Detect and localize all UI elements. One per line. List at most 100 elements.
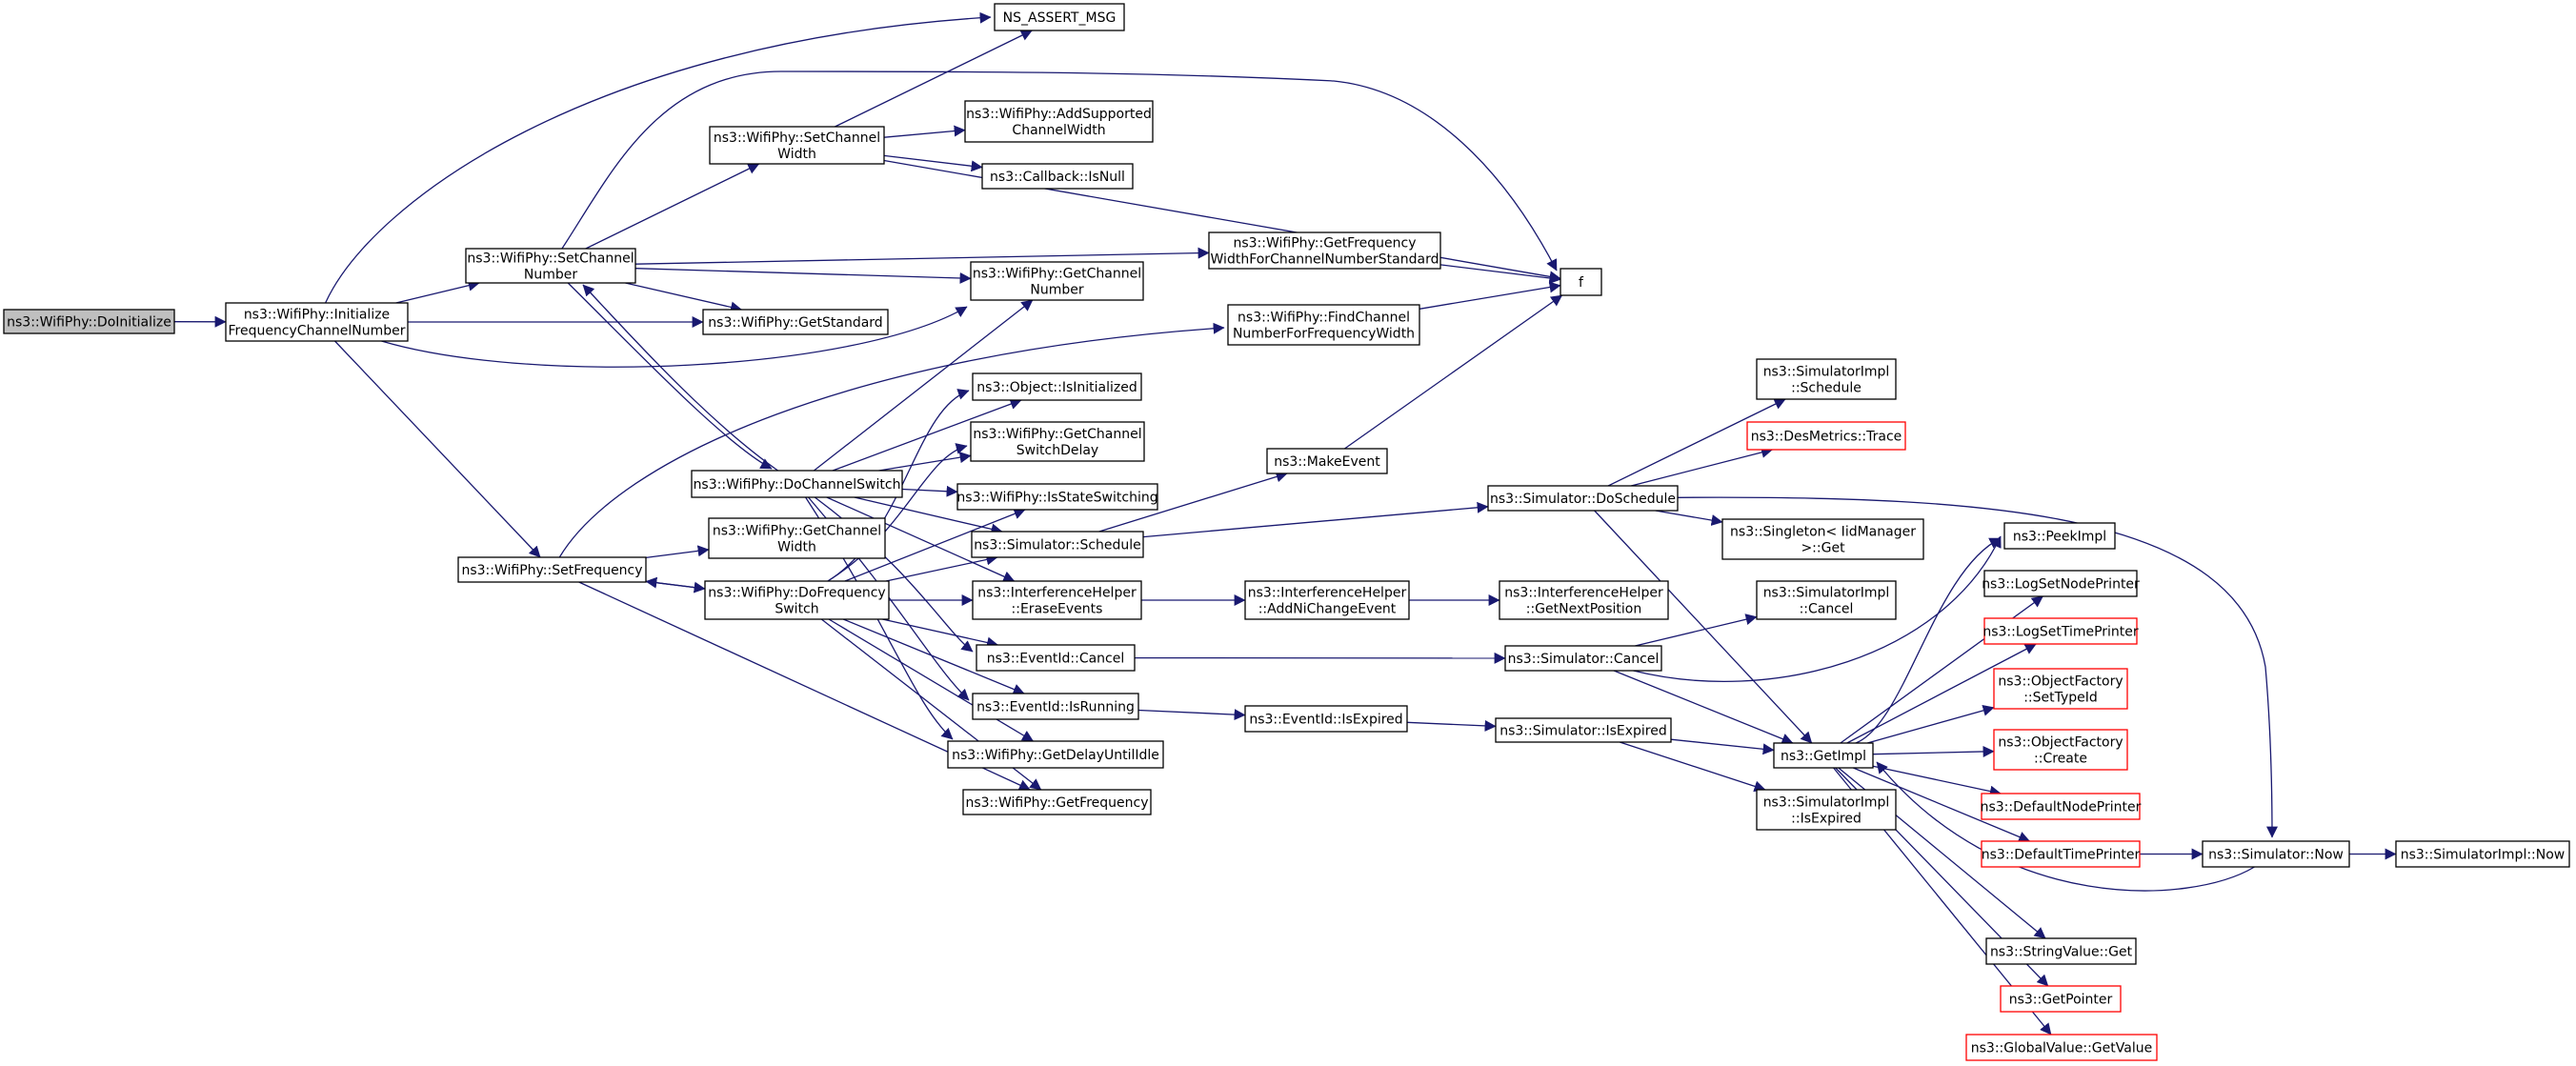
node-findchannelnumber[interactable]: ns3::WifiPhy::FindChannelNumberForFreque… — [1227, 304, 1420, 346]
node-ns_assert_msg[interactable]: NS_ASSERT_MSG — [994, 3, 1125, 31]
node-box — [465, 248, 636, 284]
node-simdoschedule[interactable]: ns3::Simulator::DoSchedule — [1487, 485, 1679, 512]
call-edge-findchannelnumber-to-f — [1419, 281, 1561, 310]
node-label: Number — [524, 268, 577, 283]
node-label: ns3::PeekImpl — [2013, 530, 2106, 545]
node-getstandard[interactable]: ns3::WifiPhy::GetStandard — [702, 309, 889, 335]
node-box — [702, 309, 889, 335]
node-box — [1756, 358, 1897, 400]
node-box — [1983, 617, 2138, 645]
node-globalvaluegetvalue[interactable]: ns3::GlobalValue::GetValue — [1965, 1034, 2158, 1061]
node-box — [972, 693, 1139, 720]
node-simimplcancel[interactable]: ns3::SimulatorImpl::Cancel — [1756, 580, 1897, 620]
node-label: ns3::InterferenceHelper — [1504, 586, 1663, 601]
node-objisinit[interactable]: ns3::Object::IsInitialized — [972, 372, 1142, 401]
node-box — [2000, 985, 2122, 1013]
node-defaulttimeprinter[interactable]: ns3::DefaultTimePrinter — [1981, 840, 2141, 868]
node-stringvalueget[interactable]: ns3::StringValue::Get — [1985, 937, 2137, 965]
node-callbackisnull[interactable]: ns3::Callback::IsNull — [981, 163, 1134, 190]
call-edge-simcancel-to-getimpl — [1613, 670, 1794, 745]
node-eventidcancel[interactable]: ns3::EventId::Cancel — [976, 644, 1136, 672]
node-label: ns3::LogSetNodePrinter — [1982, 577, 2140, 593]
node-box — [976, 644, 1136, 672]
node-simimplnow[interactable]: ns3::SimulatorImpl::Now — [2395, 840, 2570, 868]
node-box — [1495, 717, 1672, 743]
call-edge-getimpl-to-objfactorysettypeid — [1867, 705, 1995, 744]
node-label: Width — [777, 147, 816, 162]
node-eventidisexpired[interactable]: ns3::EventId::IsExpired — [1244, 705, 1408, 733]
node-simschedule[interactable]: ns3::Simulator::Schedule — [971, 531, 1144, 558]
node-label: ::AddNiChangeEvent — [1258, 602, 1397, 617]
node-box — [1504, 645, 1662, 672]
node-simimplschedule[interactable]: ns3::SimulatorImpl::Schedule — [1756, 358, 1897, 400]
node-getdelayuntilidle[interactable]: ns3::WifiPhy::GetDelayUntilIdle — [947, 740, 1164, 769]
node-singletonget[interactable]: ns3::Singleton< IidManager>::Get — [1721, 518, 1924, 560]
node-box — [1487, 485, 1679, 512]
node-box — [970, 421, 1145, 462]
node-label: ns3::Object::IsInitialized — [976, 380, 1137, 395]
node-getimpl[interactable]: ns3::GetImpl — [1773, 742, 1874, 769]
node-label: ns3::MakeEvent — [1274, 454, 1380, 470]
node-dochannelswitch[interactable]: ns3::WifiPhy::DoChannelSwitch — [691, 470, 903, 498]
call-edge-simisexpired-to-simimplisexpired — [1619, 741, 1766, 793]
node-label: ns3::WifiPhy::SetChannel — [467, 251, 634, 267]
node-label: ns3::InterferenceHelper — [1248, 586, 1407, 601]
node-label: ns3::StringValue::Get — [1990, 945, 2133, 960]
node-box — [708, 517, 886, 559]
node-box — [1721, 518, 1924, 560]
node-simnow[interactable]: ns3::Simulator::Now — [2202, 840, 2350, 868]
node-eventidisrunning[interactable]: ns3::EventId::IsRunning — [972, 693, 1139, 720]
node-simcancel[interactable]: ns3::Simulator::Cancel — [1504, 645, 1662, 672]
node-objfactorysettypeid[interactable]: ns3::ObjectFactory::SetTypeId — [1993, 668, 2128, 710]
call-edge-dofreqswitch-to-objisinit — [827, 389, 970, 582]
call-edge-setfrequency-to-getchannelwidth — [645, 545, 710, 559]
node-label: ::Create — [2034, 752, 2087, 767]
node-simisexpired[interactable]: ns3::Simulator::IsExpired — [1495, 717, 1672, 743]
call-edge-dochannelswitch-to-isstateswitching — [901, 485, 958, 497]
node-eraseevents[interactable]: ns3::InterferenceHelper::EraseEvents — [972, 580, 1142, 620]
call-edge-dochannelswitch-to-setchannelnumber — [582, 284, 778, 472]
node-label: ::EraseEvents — [1012, 602, 1103, 617]
node-desmetricstrace[interactable]: ns3::DesMetrics::Trace — [1746, 421, 1906, 451]
node-label: ns3::WifiPhy::GetDelayUntilIdle — [952, 748, 1159, 763]
node-peekimpl[interactable]: ns3::PeekImpl — [2003, 522, 2116, 550]
node-getnextposition[interactable]: ns3::InterferenceHelper::GetNextPosition — [1499, 580, 1669, 620]
call-edge-eventidisexpired-to-simisexpired — [1406, 719, 1497, 732]
node-box — [1756, 580, 1897, 620]
node-label: ns3::WifiPhy::AddSupported — [966, 107, 1152, 122]
node-logsetnodeprinter[interactable]: ns3::LogSetNodePrinter — [1982, 570, 2140, 597]
node-label: Width — [777, 540, 816, 555]
node-box — [1981, 840, 2141, 868]
call-edge-initfreq-to-getchannelnumber — [381, 306, 968, 368]
node-makeevent[interactable]: ns3::MakeEvent — [1266, 448, 1388, 474]
node-objfactorycreate[interactable]: ns3::ObjectFactory::Create — [1993, 729, 2128, 771]
node-getfrequency[interactable]: ns3::WifiPhy::GetFrequency — [962, 789, 1152, 815]
node-box — [1773, 742, 1874, 769]
node-initfreq[interactable]: ns3::WifiPhy::InitializeFrequencyChannel… — [225, 302, 409, 342]
node-label: ns3::DefaultNodePrinter — [1981, 800, 2142, 815]
call-edge-setchannelwidth-to-callbackisnull — [883, 154, 983, 172]
call-edge-initfreq-to-setfrequency — [334, 340, 541, 558]
node-f[interactable]: f — [1560, 268, 1602, 296]
call-edge-getimpl-to-defaulttimeprinter — [1853, 767, 2031, 843]
node-isstateswitching[interactable]: ns3::WifiPhy::IsStateSwitching — [956, 483, 1158, 511]
node-label: ns3::EventId::IsExpired — [1249, 713, 1402, 728]
node-getfreqwidthstd[interactable]: ns3::WifiPhy::GetFrequencyWidthForChanne… — [1208, 231, 1441, 270]
node-label: Number — [1030, 283, 1083, 298]
node-doinitialize[interactable]: ns3::WifiPhy::DoInitialize — [3, 309, 175, 334]
node-setfrequency[interactable]: ns3::WifiPhy::SetFrequency — [457, 556, 647, 583]
node-addnichangeevent[interactable]: ns3::InterferenceHelper::AddNiChangeEven… — [1244, 580, 1410, 620]
node-simimplisexpired[interactable]: ns3::SimulatorImpl::IsExpired — [1756, 789, 1897, 831]
call-edge-setchannelnumber-to-getfreqwidthstd — [634, 247, 1210, 265]
node-defaultnodeprinter[interactable]: ns3::DefaultNodePrinter — [1981, 793, 2142, 820]
node-box — [1746, 421, 1906, 451]
node-logsettimeprinter[interactable]: ns3::LogSetTimePrinter — [1982, 617, 2139, 645]
node-getpointer[interactable]: ns3::GetPointer — [2000, 985, 2122, 1013]
